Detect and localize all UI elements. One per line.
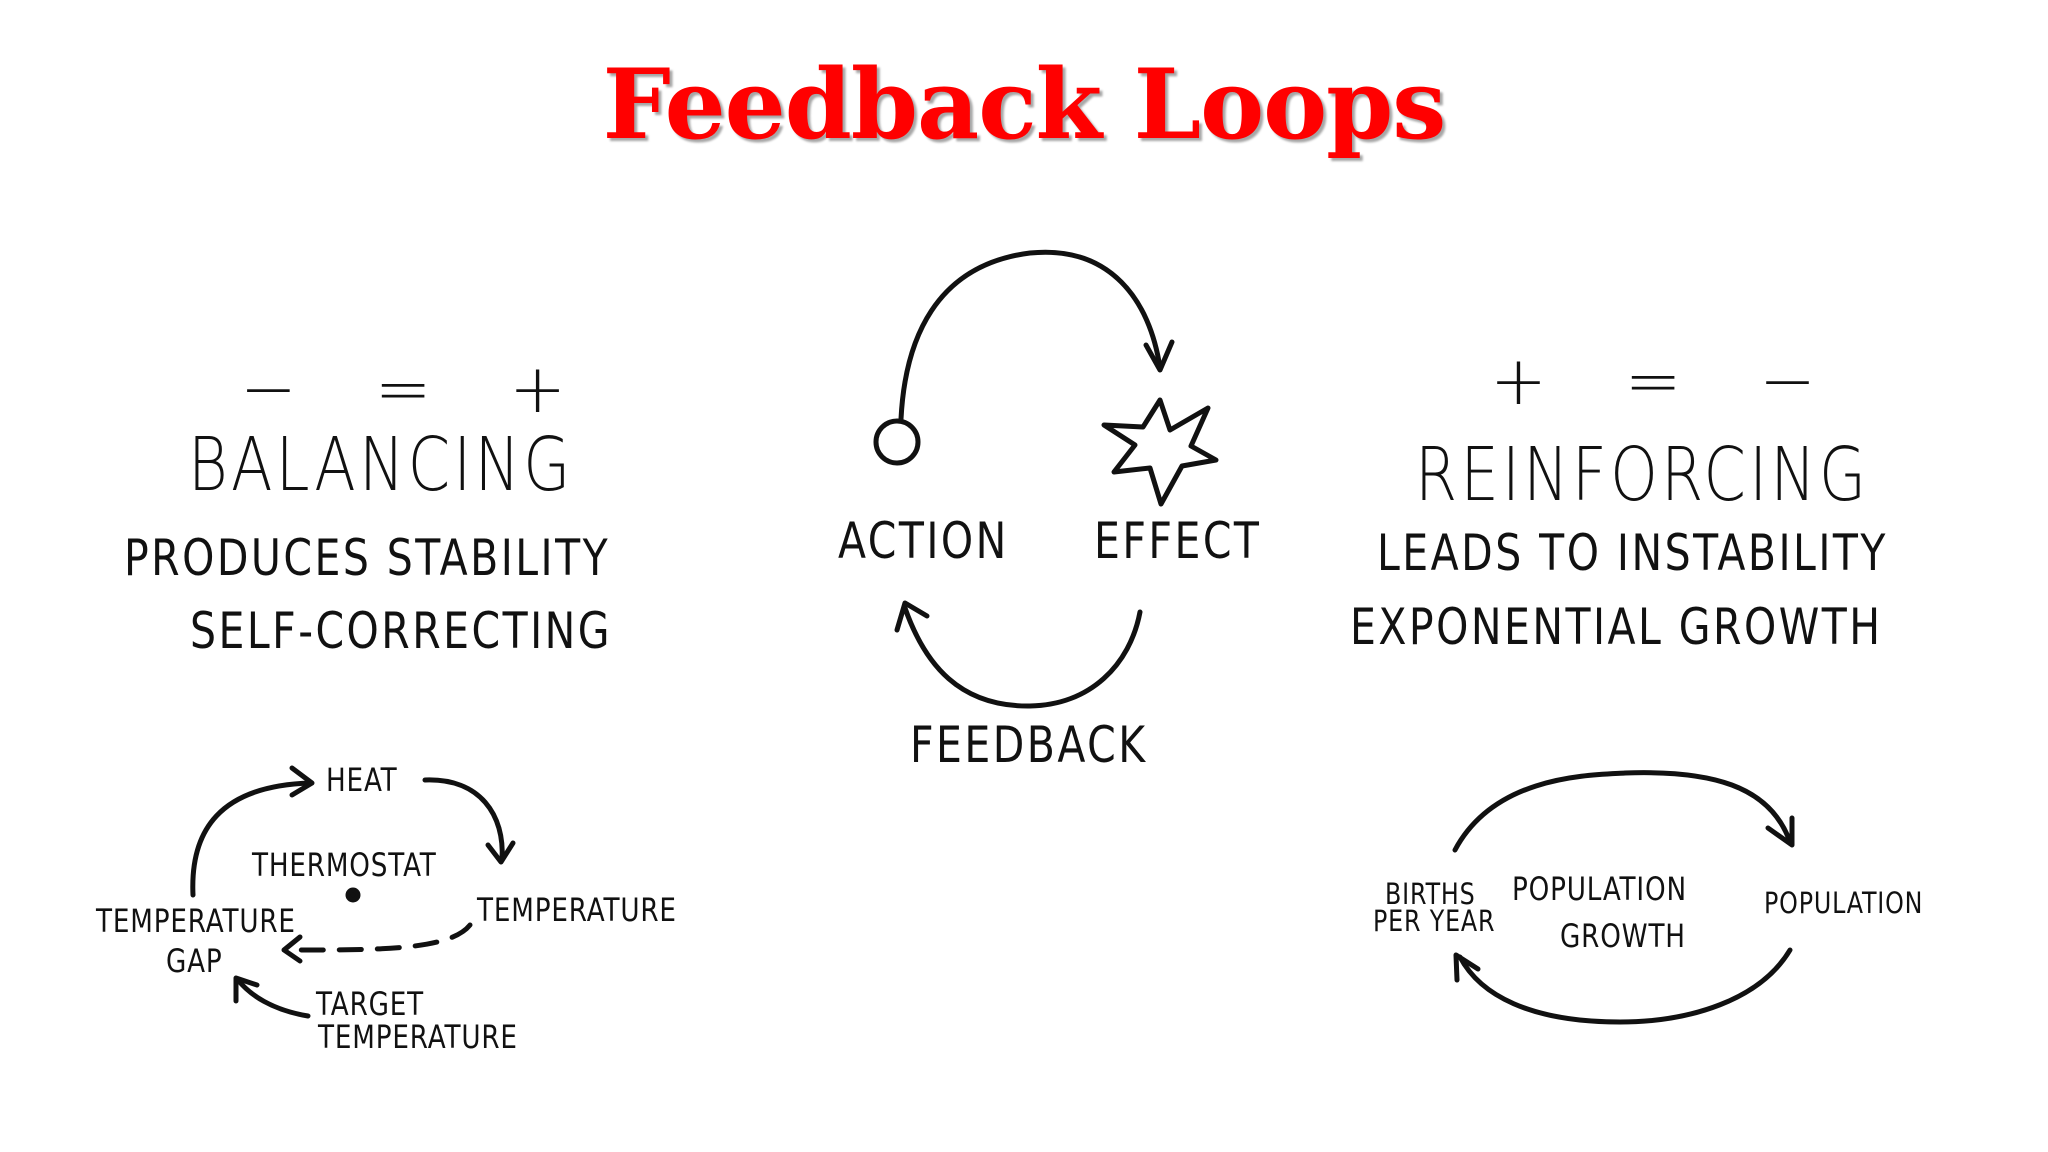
heat-to-temperature-arrowhead <box>485 840 516 865</box>
feedback-label: FEEDBACK <box>910 716 1148 774</box>
temperature-to-gap-arrowhead <box>281 934 303 964</box>
heat-label: HEAT <box>326 761 398 799</box>
population-to-births-arrowhead <box>1453 952 1481 983</box>
target-temperature-label-line-2: TEMPERATURE <box>318 1018 518 1056</box>
slide-title: Feedback Loops <box>602 48 1447 161</box>
temperature-gap-label-line-2: GAP <box>166 942 223 980</box>
temperature-label: TEMPERATURE <box>477 891 677 929</box>
births-label-line-1: BIRTHS <box>1385 877 1476 911</box>
balancing-line-2: SELF-CORRECTING <box>190 602 613 660</box>
reinforcing-line-2: EXPONENTIAL GROWTH <box>1350 598 1883 656</box>
effect-to-action-arc <box>902 605 1143 709</box>
population-label: POPULATION <box>1764 886 1924 920</box>
target-to-gap-arrow <box>235 977 311 1019</box>
thermostat-label: THERMOSTAT <box>252 846 437 884</box>
feedback-arrowhead <box>894 600 930 633</box>
gap-to-heat-arrow <box>190 780 313 898</box>
population-growth-label-line-1: POPULATION <box>1512 870 1687 908</box>
population-to-births-arc <box>1457 947 1793 1025</box>
reinforcing-line-1: LEADS TO INSTABILITY <box>1377 524 1888 582</box>
effect-label: EFFECT <box>1094 512 1262 570</box>
balancing-heading: BALANCING <box>188 422 574 508</box>
population-growth-label-line-2: GROWTH <box>1560 917 1686 955</box>
action-circle <box>873 418 921 466</box>
action-to-effect-arrowhead <box>1143 339 1175 373</box>
thermostat-dot <box>345 887 361 903</box>
effect-star-icon <box>1101 397 1219 507</box>
action-label: ACTION <box>838 512 1009 570</box>
births-label-line-2: PER YEAR <box>1373 904 1496 938</box>
reinforcing-signs: + = − <box>1490 342 1845 421</box>
balancing-signs: − = + <box>240 350 595 429</box>
temperature-gap-label-line-1: TEMPERATURE <box>96 902 296 940</box>
births-to-population-arrowhead <box>1765 815 1795 848</box>
reinforcing-heading: REINFORCING <box>1415 432 1870 518</box>
balancing-line-1: PRODUCES STABILITY <box>124 529 611 587</box>
target-to-gap-arrowhead <box>233 975 260 1004</box>
gap-to-heat-arrowhead <box>289 765 315 798</box>
heat-to-temperature-arrow <box>422 777 505 863</box>
temperature-to-gap-dashed-arrow <box>292 922 473 953</box>
action-to-effect-arc <box>898 249 1163 422</box>
target-temperature-label-line-1: TARGET <box>316 985 425 1023</box>
births-to-population-arc <box>1452 770 1793 853</box>
